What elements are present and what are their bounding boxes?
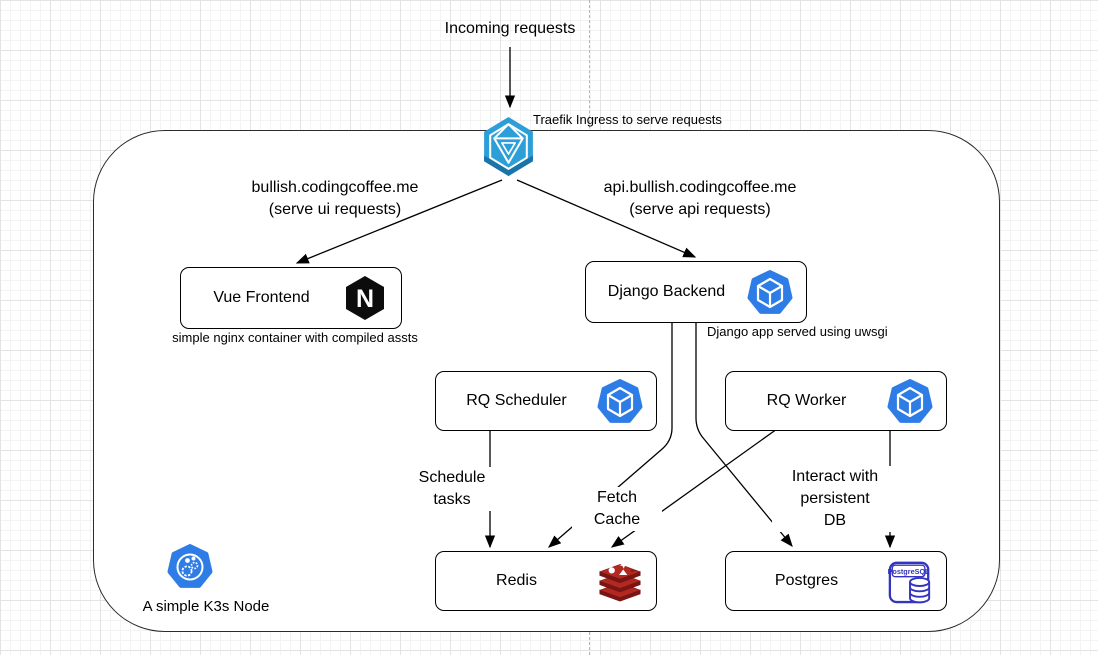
- node-rq-worker[interactable]: RQ Worker: [725, 371, 947, 431]
- nginx-icon: N: [342, 275, 388, 321]
- django-note: Django app served using uwsgi: [707, 324, 888, 339]
- rq-scheduler-label: RQ Scheduler: [466, 392, 567, 409]
- api-route-label: api.bullish.codingcoffee.me (serve api r…: [603, 179, 797, 218]
- node-postgres[interactable]: Postgres PostgreSQL: [725, 551, 947, 611]
- svg-text:N: N: [356, 285, 374, 313]
- node-vue-frontend[interactable]: Vue Frontend N: [180, 267, 402, 329]
- redis-icon: [597, 558, 643, 604]
- fetch-cache-label: Fetch Cache: [572, 487, 662, 531]
- container-cube-icon: [597, 378, 643, 424]
- schedule-tasks-label: Schedule tasks: [402, 467, 502, 511]
- container-cube-icon: [747, 269, 793, 315]
- ui-route-label: bullish.codingcoffee.me (serve ui reques…: [251, 179, 419, 218]
- node-redis[interactable]: Redis: [435, 551, 657, 611]
- container-cube-icon: [887, 378, 933, 424]
- traefik-note: Traefik Ingress to serve requests: [533, 112, 722, 127]
- interact-db-label: Interact with persistent DB: [772, 466, 898, 532]
- redis-label: Redis: [496, 572, 537, 589]
- svg-text:PostgreSQL: PostgreSQL: [888, 567, 931, 576]
- k3s-node-label: A simple K3s Node: [142, 598, 270, 615]
- node-django-backend[interactable]: Django Backend: [585, 261, 807, 323]
- k3s-node-icon[interactable]: [167, 543, 213, 589]
- rq-worker-label: RQ Worker: [766, 392, 847, 409]
- vue-frontend-label: Vue Frontend: [213, 289, 310, 306]
- node-rq-scheduler[interactable]: RQ Scheduler: [435, 371, 657, 431]
- django-backend-label: Django Backend: [607, 283, 726, 300]
- incoming-requests-label: Incoming requests: [444, 20, 576, 37]
- vue-note: simple nginx container with compiled ass…: [172, 330, 418, 345]
- traefik-ingress-icon[interactable]: [482, 116, 535, 177]
- postgres-label: Postgres: [774, 572, 839, 589]
- postgresql-icon: PostgreSQL: [887, 558, 933, 604]
